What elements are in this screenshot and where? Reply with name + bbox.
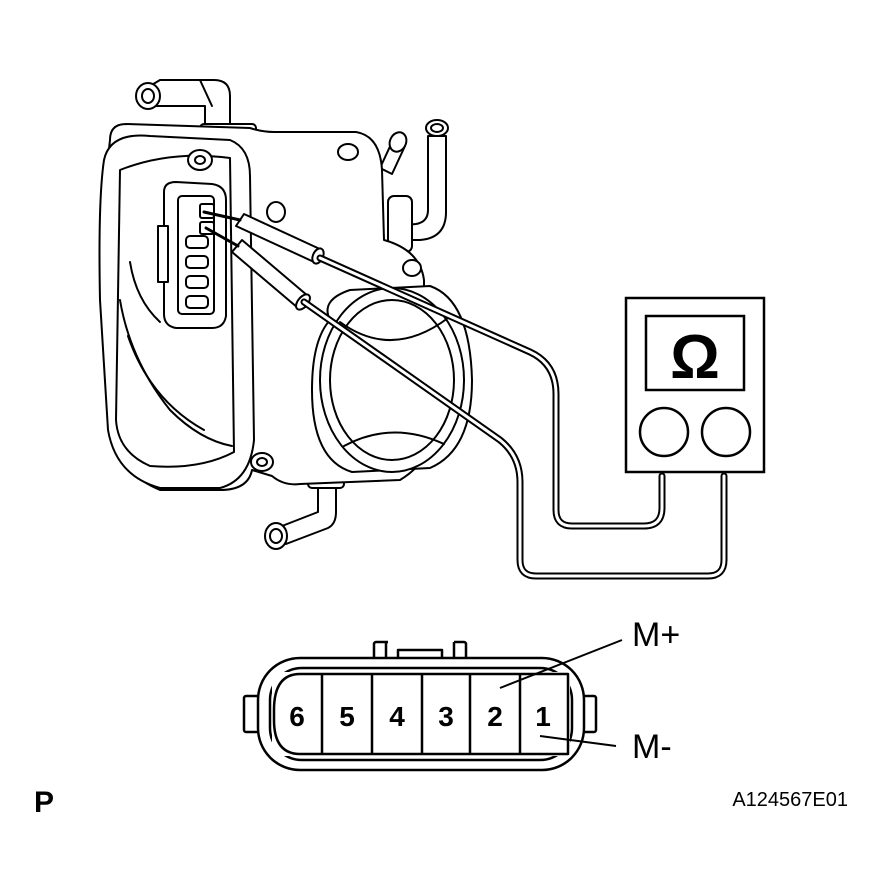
ohmmeter bbox=[624, 296, 766, 474]
pin-label: 2 bbox=[487, 701, 503, 732]
label-m-plus: M+ bbox=[632, 616, 680, 654]
coolant-pipe-right bbox=[387, 119, 449, 253]
vacuum-nipple bbox=[379, 131, 408, 175]
leader-m-minus bbox=[539, 735, 617, 747]
pin-label: 6 bbox=[289, 701, 305, 732]
view-code: P bbox=[34, 786, 54, 819]
meter-jack-left bbox=[638, 406, 690, 458]
meter-display bbox=[644, 314, 746, 392]
meter-jack-right bbox=[700, 406, 752, 458]
pin-label: 5 bbox=[339, 701, 355, 732]
test-probe-upper bbox=[202, 210, 325, 265]
connector-face bbox=[242, 636, 598, 772]
pin-label: 1 bbox=[535, 701, 551, 732]
leader-m-plus bbox=[499, 639, 623, 689]
ohm-symbol: Ω bbox=[670, 323, 720, 392]
leader-lines bbox=[499, 639, 623, 747]
figure-code: A124567E01 bbox=[732, 789, 848, 811]
throttle-body-connector bbox=[157, 181, 227, 329]
connector-pins: 6 5 4 3 2 1 bbox=[289, 701, 551, 732]
pin-label: 4 bbox=[389, 701, 405, 732]
label-m-minus: M- bbox=[632, 728, 672, 766]
throttle-body bbox=[98, 79, 473, 550]
pin-label: 3 bbox=[438, 701, 454, 732]
